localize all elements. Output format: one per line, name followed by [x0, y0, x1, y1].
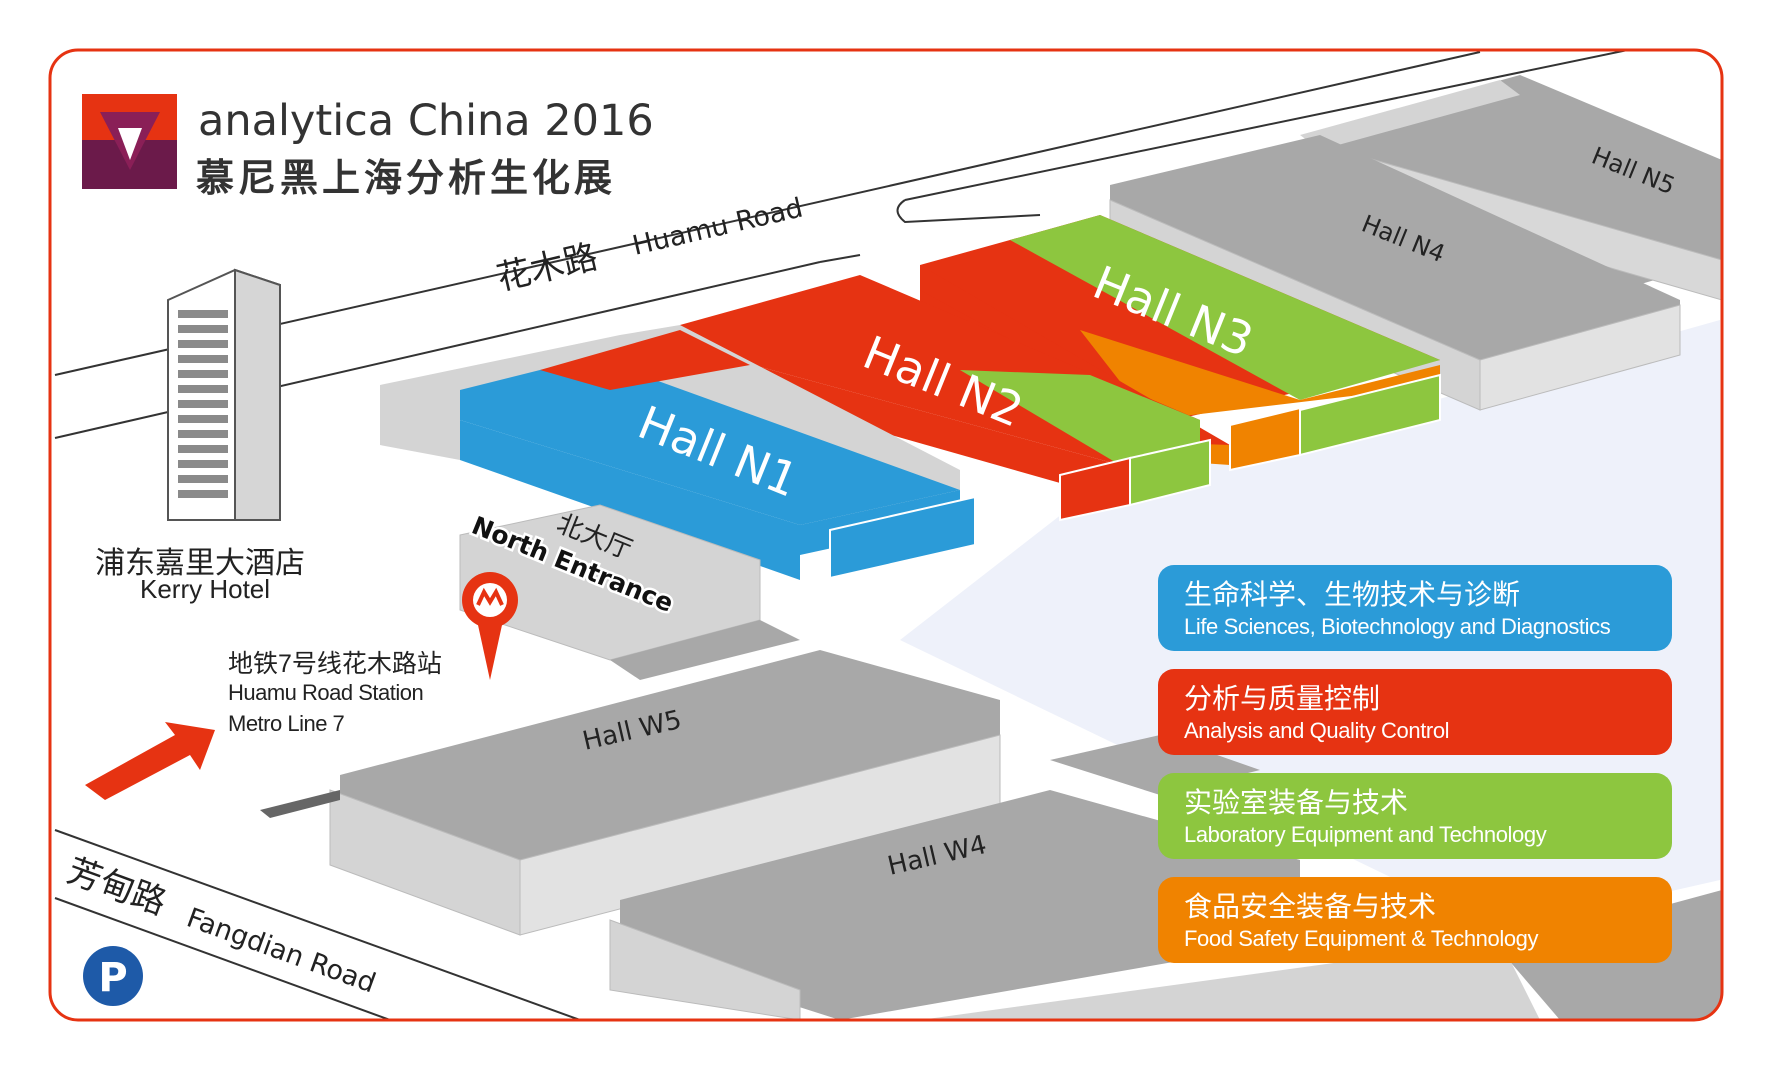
legend-item-laboratory[interactable]: 实验室装备与技术 Laboratory Equipment and Techno…: [1158, 773, 1672, 859]
legend-label-en: Laboratory Equipment and Technology: [1184, 822, 1547, 847]
hall-n5-building: [1300, 75, 1722, 320]
metro-line-en: Metro Line 7: [228, 711, 345, 736]
analytica-logo-mark: [82, 94, 177, 189]
parking-label: P: [98, 955, 127, 1001]
legend-label-zh: 分析与质量控制: [1184, 682, 1381, 715]
metro-station-en: Huamu Road Station: [228, 680, 424, 705]
legend-label-en: Life Sciences, Biotechnology and Diagnos…: [1184, 614, 1611, 639]
north-entrance-building: [459, 504, 800, 680]
hotel-name-en: Kerry Hotel: [140, 574, 271, 604]
hall-w5-building: [260, 650, 1001, 936]
metro-station-zh: 地铁7号线花木路站: [228, 650, 442, 678]
parking-icon: P: [83, 946, 143, 1006]
legend-item-analysis[interactable]: 分析与质量控制 Analysis and Quality Control: [1158, 669, 1672, 755]
hotel-name-zh: 浦东嘉里大酒店: [95, 547, 305, 580]
map-frame: [48, 48, 1724, 1022]
legend-item-food-safety[interactable]: 食品安全装备与技术 Food Safety Equipment & Techno…: [1158, 877, 1672, 963]
metro-pin-icon: [462, 572, 518, 680]
legend-label-en: Analysis and Quality Control: [1184, 718, 1450, 743]
legend-label-zh: 实验室装备与技术: [1184, 786, 1409, 819]
hall-n1-building: [380, 325, 976, 580]
legend-label-zh: 生命科学、生物技术与诊断: [1184, 578, 1521, 611]
legend-label-zh: 食品安全装备与技术: [1184, 890, 1437, 923]
direction-arrow-icon: [85, 722, 215, 800]
legend-item-life-sciences[interactable]: 生命科学、生物技术与诊断 Life Sciences, Biotechnolog…: [1158, 565, 1672, 651]
inner-road: [896, 50, 1701, 224]
hall-w4-building: [609, 735, 1722, 1020]
logo-subtitle: 慕尼黑上海分析生化展: [196, 155, 617, 200]
logo-title: analytica China 2016: [198, 96, 654, 146]
fangdian-road: [54, 829, 581, 1020]
kerry-hotel-icon: [167, 268, 281, 521]
legend-label-en: Food Safety Equipment & Technology: [1184, 926, 1539, 951]
